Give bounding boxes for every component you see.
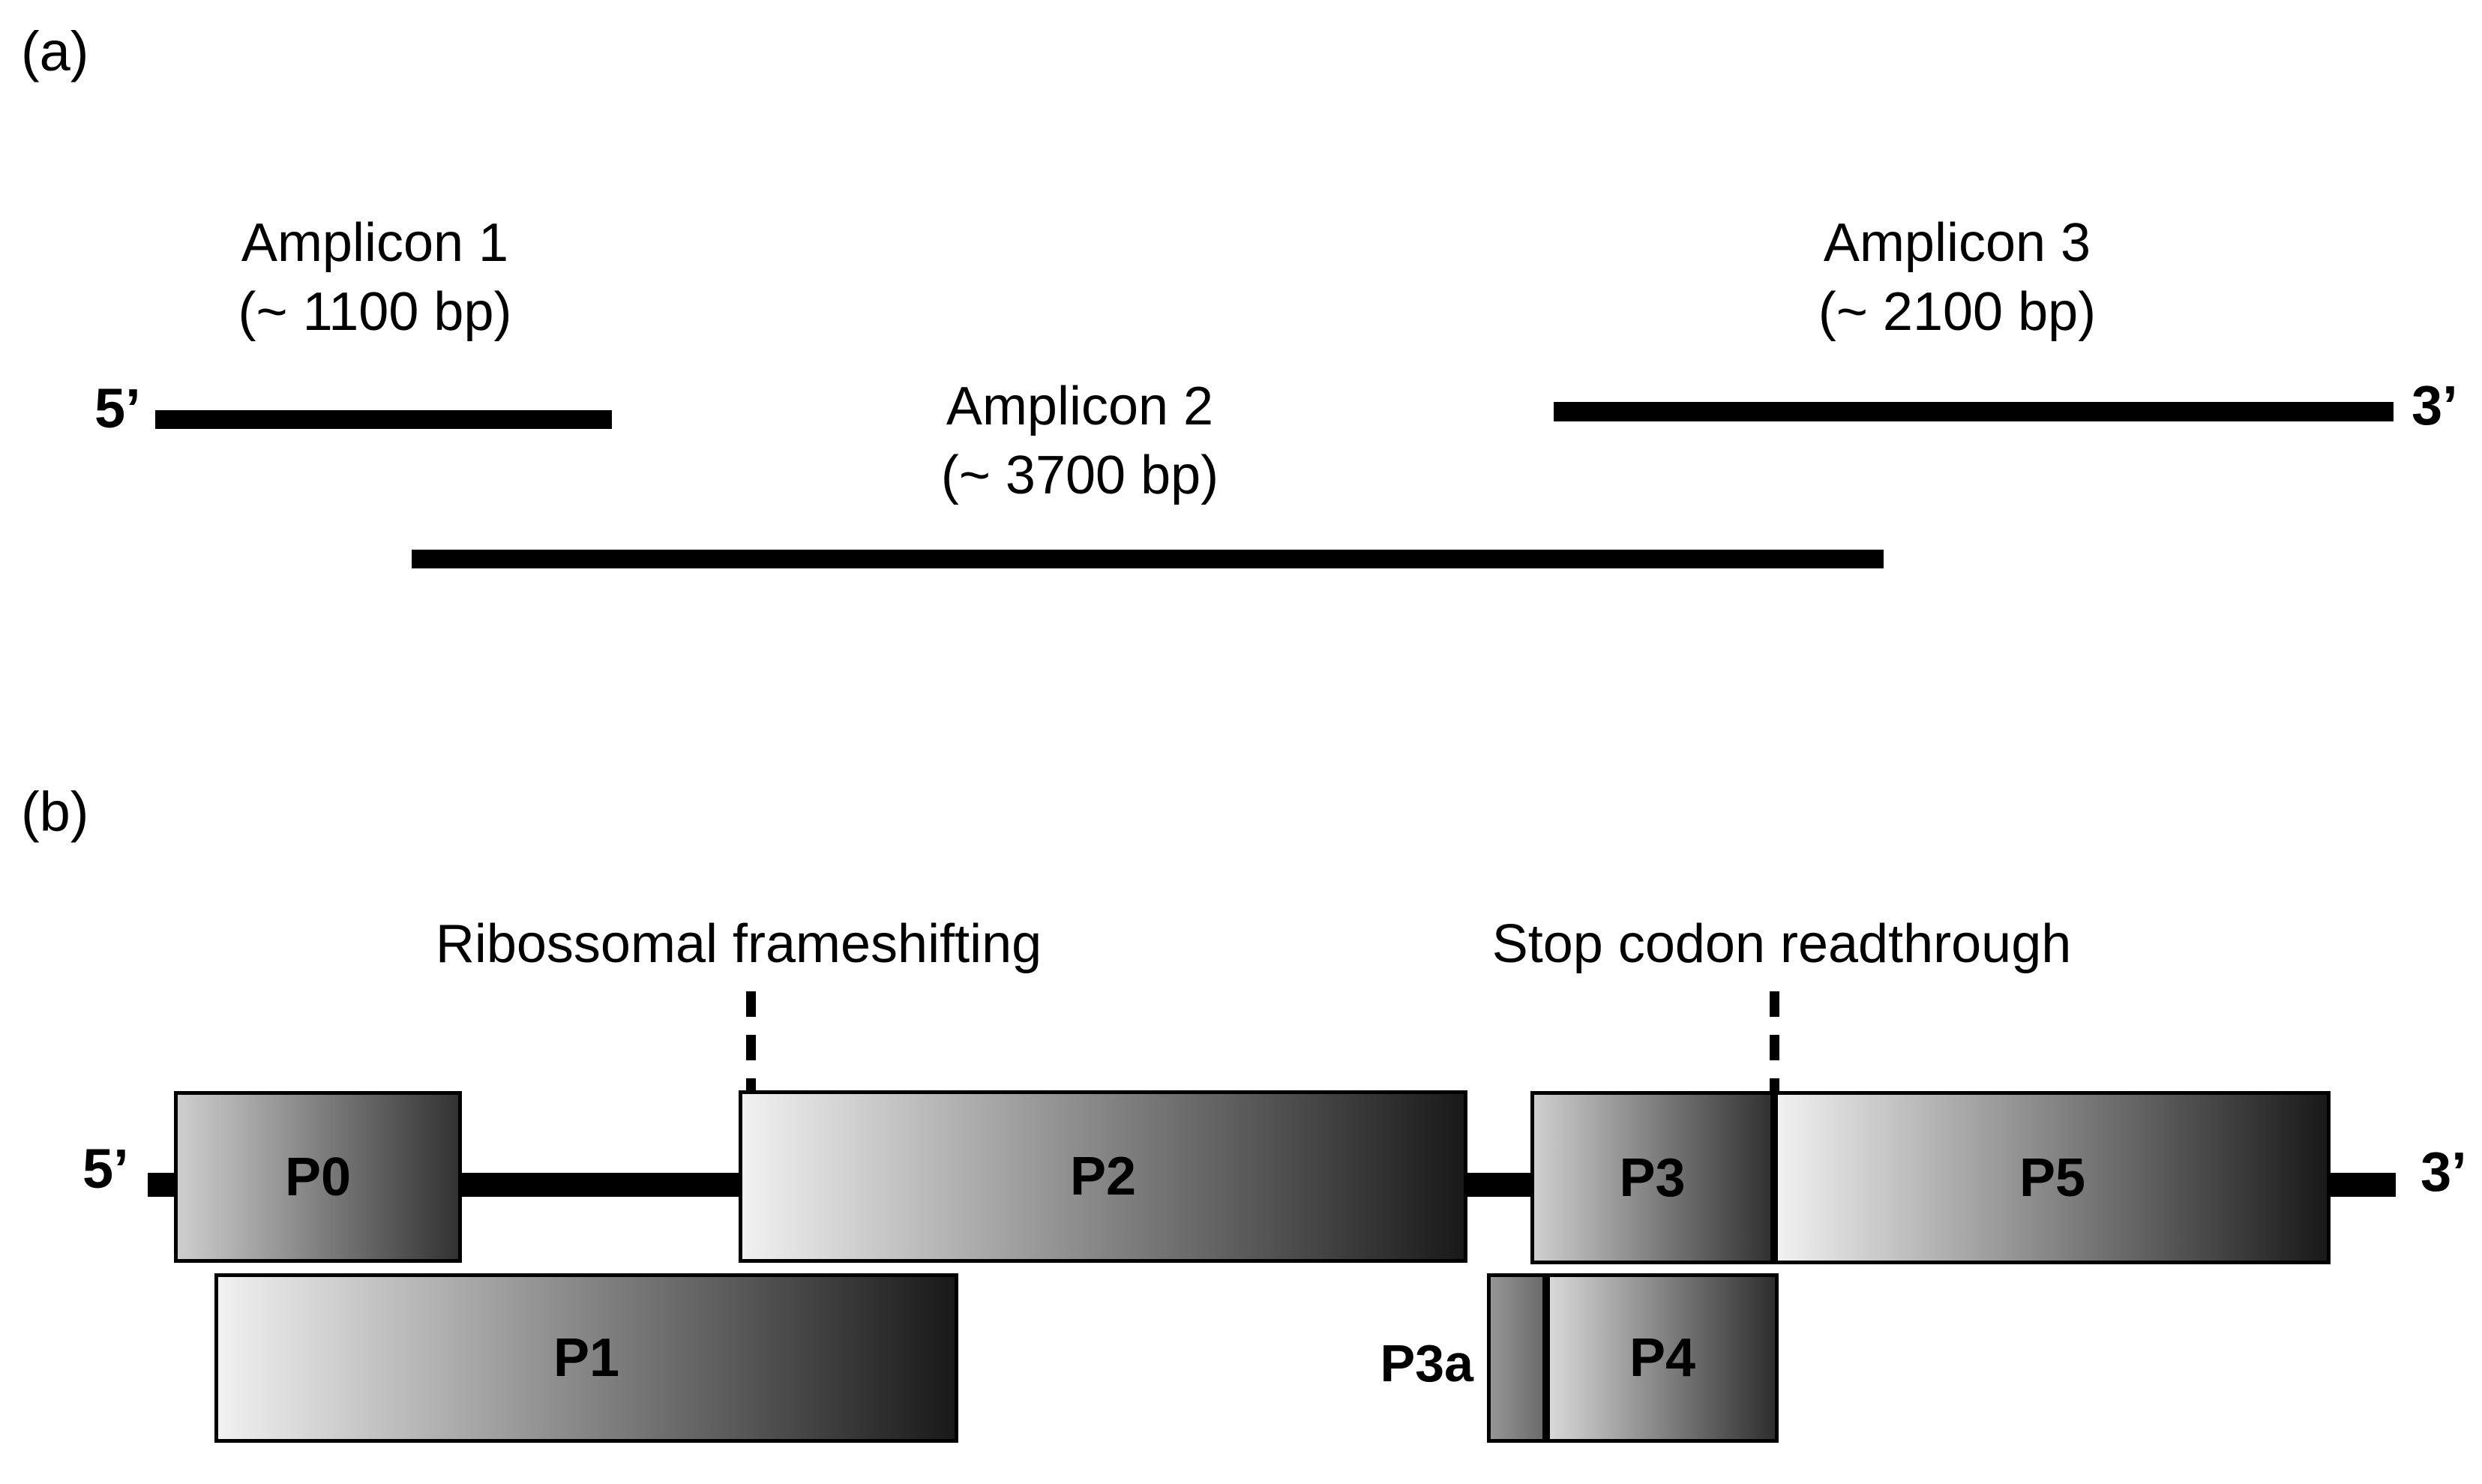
frameshift-dashed-line (746, 991, 756, 1091)
amplicon-1-caption: Amplicon 1 (~ 1100 bp) (238, 208, 512, 346)
panel-a-five-prime-label: 5’ (94, 377, 141, 439)
orf-box-p3: P3 (1530, 1091, 1774, 1264)
panel-a-label: (a) (21, 20, 89, 82)
amplicon-3-size: (~ 2100 bp) (1818, 282, 2097, 342)
panel-a-three-prime-label: 3’ (2412, 374, 2458, 436)
readthrough-annotation: Stop codon readthrough (1491, 914, 2072, 974)
amplicon-2-caption: Amplicon 2 (~ 3700 bp) (941, 372, 1219, 510)
orf-box-p5: P5 (1774, 1091, 2331, 1264)
orf-label-p3a: P3a (1380, 1334, 1473, 1393)
orf-label-p2: P2 (1069, 1147, 1137, 1207)
panel-b-three-prime-label: 3’ (2421, 1141, 2467, 1203)
amplicon-1-bar (155, 410, 612, 429)
orf-label-p5: P5 (2019, 1147, 2086, 1208)
panel-b-five-prime-label: 5’ (82, 1138, 129, 1200)
amplicon-3-name: Amplicon 3 (1823, 213, 2091, 273)
amplicon-2-name: Amplicon 2 (946, 376, 1214, 436)
orf-box-p4: P4 (1546, 1273, 1779, 1443)
orf-box-p0: P0 (174, 1091, 462, 1263)
orf-label-p1: P1 (553, 1328, 620, 1388)
amplicon-3-bar (1554, 402, 2394, 421)
orf-label-p0: P0 (284, 1147, 352, 1207)
orf-box-p3a (1487, 1273, 1546, 1443)
amplicon-1-name: Amplicon 1 (241, 213, 509, 273)
orf-label-p3: P3 (1619, 1147, 1686, 1208)
amplicon-1-size: (~ 1100 bp) (238, 282, 512, 342)
amplicon-2-size: (~ 3700 bp) (940, 445, 1219, 505)
orf-label-p4: P4 (1629, 1328, 1696, 1388)
readthrough-dashed-line (1770, 991, 1779, 1091)
orf-box-p1: P1 (214, 1273, 958, 1443)
orf-box-p2: P2 (739, 1090, 1467, 1263)
frameshift-annotation: Ribossomal frameshifting (435, 914, 1042, 974)
panel-b-label: (b) (21, 781, 89, 843)
amplicon-3-caption: Amplicon 3 (~ 2100 bp) (1818, 208, 2096, 346)
amplicon-2-bar (412, 550, 1884, 568)
